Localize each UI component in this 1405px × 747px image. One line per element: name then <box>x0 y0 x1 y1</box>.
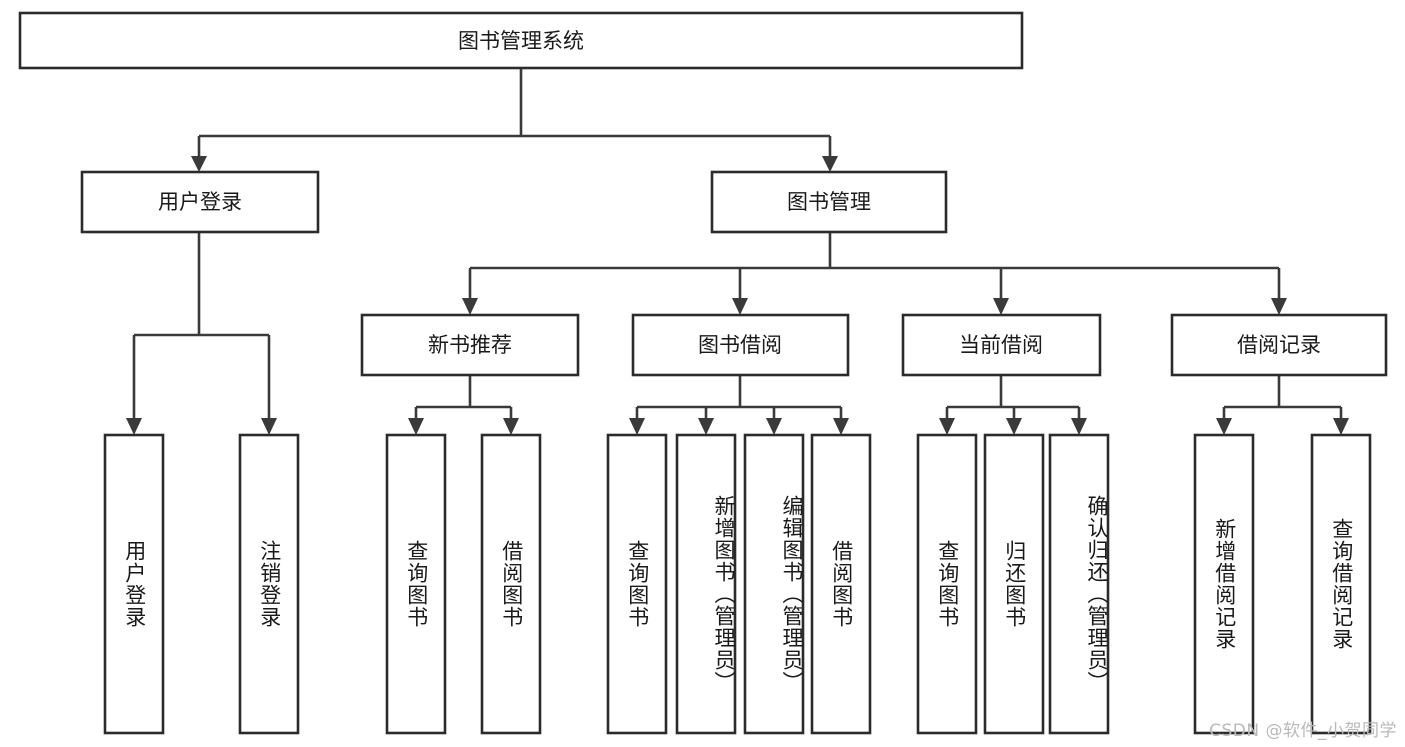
node-new-book-rec-box[interactable] <box>360 313 580 377</box>
arrow-head-l3-3 <box>1271 298 1287 315</box>
node-leaf-g3-1-box[interactable] <box>675 433 737 735</box>
node-leaf-g3-2-box[interactable] <box>743 433 805 735</box>
arrow-head-g2-1 <box>503 418 519 435</box>
arrow-head-g1-1 <box>261 418 277 435</box>
node-current-borrow-label: 当前借阅 <box>959 333 1043 357</box>
node-leaf-g4-0-box[interactable] <box>916 433 978 735</box>
arrow-head-l3-0 <box>462 298 478 315</box>
arrow-head-g4-2 <box>1071 418 1087 435</box>
node-leaf-g3-3-box[interactable] <box>810 433 872 735</box>
arrow-head-l2-1 <box>822 156 838 172</box>
arrow-head-l3-1 <box>732 298 748 315</box>
node-borrow-record-box[interactable] <box>1170 313 1388 377</box>
node-book-borrow-label: 图书借阅 <box>698 333 782 357</box>
node-root-box[interactable] <box>18 11 1024 70</box>
node-book-borrow-box[interactable] <box>631 313 850 377</box>
arrow-head-g3-3 <box>833 418 849 435</box>
node-current-borrow-box[interactable] <box>901 313 1102 377</box>
node-book-manage-box[interactable] <box>710 170 948 234</box>
arrow-head-g4-1 <box>1006 418 1022 435</box>
node-user-login-label: 用户登录 <box>158 190 242 214</box>
node-user-login-box[interactable] <box>80 170 320 234</box>
arrow-head-l2-0 <box>191 156 207 172</box>
node-new-book-rec-label: 新书推荐 <box>428 333 512 357</box>
node-borrow-record-label: 借阅记录 <box>1237 333 1321 357</box>
node-leaf-g1-1-box[interactable] <box>238 433 300 735</box>
arrow-head-g5-1 <box>1333 418 1349 435</box>
arrow-head-g5-0 <box>1216 418 1232 435</box>
connector-layer <box>126 68 1349 435</box>
node-book-manage-label: 图书管理 <box>787 190 871 214</box>
arrow-head-l3-2 <box>993 298 1009 315</box>
node-leaf-g5-0-box[interactable] <box>1193 433 1255 735</box>
node-leaf-g1-0-box[interactable] <box>103 433 165 735</box>
arrow-head-g3-2 <box>766 418 782 435</box>
watermark-text: CSDN @软件_小贺同学 <box>1209 721 1397 741</box>
node-leaf-g2-0-box[interactable] <box>385 433 447 735</box>
node-leaf-g4-1-box[interactable] <box>983 433 1045 735</box>
node-leaf-g3-0-box[interactable] <box>606 433 668 735</box>
node-root-label: 图书管理系统 <box>458 29 584 53</box>
node-leaf-g2-1-box[interactable] <box>480 433 542 735</box>
arrow-head-g3-1 <box>698 418 714 435</box>
arrow-head-g1-0 <box>126 418 142 435</box>
arrow-head-g4-0 <box>939 418 955 435</box>
arrow-head-g3-0 <box>629 418 645 435</box>
node-leaf-g4-2-box[interactable] <box>1048 433 1110 735</box>
node-leaf-g5-1-box[interactable] <box>1310 433 1372 735</box>
node-layer: 图书管理系统 用户登录 图书管理 新书推荐 图书借阅 当前借阅 借阅记录 <box>18 11 1388 735</box>
arrow-head-g2-0 <box>408 418 424 435</box>
